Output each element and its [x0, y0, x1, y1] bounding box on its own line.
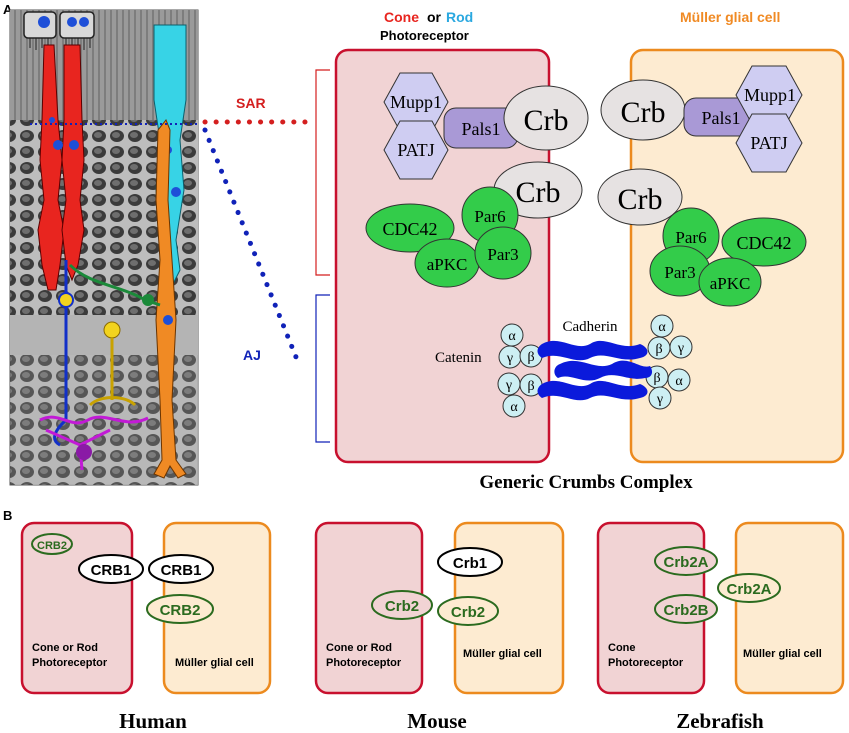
mouse-left-text-2: Photoreceptor [326, 657, 402, 669]
human-schematic: CRB2 CRB1 CRB1 CRB2 Cone or Rod Photorec… [20, 521, 272, 695]
mupp1-right-text: Mupp1 [744, 85, 796, 105]
beta-catenin-r1: β [655, 342, 662, 357]
human-left-text-2: Photoreceptor [32, 657, 108, 669]
mupp1-text: Mupp1 [390, 92, 442, 112]
photoreceptor-label: Photoreceptor [380, 28, 469, 43]
alpha-catenin-1: α [508, 329, 516, 344]
cadherin-shapes [537, 340, 653, 401]
mouse-title: Mouse [407, 709, 467, 733]
human-crb1-left: CRB1 [91, 562, 132, 579]
gamma-catenin-r1: γ [677, 341, 684, 356]
cdc42-text: CDC42 [382, 219, 437, 239]
cone-label: Cone [384, 9, 419, 25]
panel-b-label: B [3, 508, 12, 523]
mouse-schematic: Crb1 Crb2 Crb2 Cone or Rod Photoreceptor… [314, 521, 565, 695]
crb-top-right-text: Crb [621, 96, 666, 129]
muller-glial-cell [153, 119, 187, 479]
patj-hexagon [383, 120, 449, 180]
beta-catenin-1: β [527, 350, 534, 365]
catenin-cluster-right: α β γ β α γ [645, 314, 693, 410]
catenin-label: Catenin [435, 350, 482, 366]
gamma-catenin-1: γ [506, 351, 513, 366]
zebrafish-crb2a-right: Crb2A [726, 581, 771, 598]
human-crb2: CRB2 [160, 602, 201, 619]
zebrafish-left-text-1: Cone [608, 642, 636, 654]
sar-bracket [315, 69, 330, 276]
pals1-right-text: Pals1 [701, 108, 740, 128]
human-crb1-right: CRB1 [161, 562, 202, 579]
crb-mid-right-text: Crb [618, 183, 663, 216]
patj-right-text: PATJ [750, 133, 787, 153]
zebrafish-right-text: Müller glial cell [743, 648, 822, 660]
gamma-catenin-2: γ [505, 378, 512, 393]
cone-photoreceptor-cells [37, 44, 85, 291]
zebrafish-crb2a: Crb2A [663, 554, 708, 571]
or-label: or [427, 9, 442, 25]
apkc-right-text: aPKC [710, 274, 751, 293]
cdc42-right-text: CDC42 [736, 233, 791, 253]
mouse-crb2-right: Crb2 [451, 604, 485, 621]
beta-catenin-2: β [527, 379, 534, 394]
photoreceptor-crb-complex: Mupp1 PATJ Pals1 Crb Crb Par6 CDC42 aPKC… [365, 72, 589, 288]
mouse-crb1: Crb1 [453, 555, 487, 572]
human-crb2-small: CRB2 [37, 540, 67, 552]
crb-mid-text: Crb [516, 176, 561, 209]
mouse-right-text: Müller glial cell [463, 648, 542, 660]
gamma-catenin-r2: γ [656, 392, 663, 407]
sar-label: SAR [236, 95, 266, 111]
beta-catenin-r2: β [653, 371, 660, 386]
crb-top-text: Crb [524, 104, 569, 137]
photoreceptor-header: Cone or Rod Photoreceptor [380, 9, 473, 43]
generic-crumbs-title: Generic Crumbs Complex [479, 472, 693, 493]
aj-connector-dots [202, 127, 301, 365]
zebrafish-crb2b: Crb2B [663, 602, 708, 619]
human-title: Human [119, 709, 187, 733]
muller-crb-complex: Crb Pals1 Mupp1 PATJ Crb Par6 CDC42 Par3… [597, 65, 807, 307]
alpha-catenin-r1: α [658, 320, 666, 335]
cadherin-label: Cadherin [563, 319, 618, 335]
zebrafish-title: Zebrafish [676, 709, 764, 733]
par3-right-text: Par3 [664, 263, 695, 282]
inner-retina-neurons [39, 260, 161, 471]
par3-text: Par3 [487, 245, 518, 264]
rod-label: Rod [446, 9, 473, 25]
par6-right-text: Par6 [675, 228, 706, 247]
pals1-text: Pals1 [461, 119, 500, 139]
human-right-text: Müller glial cell [175, 657, 254, 669]
panel-a-label: A [3, 2, 13, 17]
apkc-text: aPKC [427, 255, 468, 274]
mouse-crb2-left: Crb2 [385, 598, 419, 615]
aj-label: AJ [243, 347, 261, 363]
crb-top-ellipse [503, 85, 589, 151]
zebrafish-left-text-2: Photoreceptor [608, 657, 684, 669]
zebrafish-schematic: Crb2A Crb2B Crb2A Cone Photoreceptor Mül… [596, 521, 845, 695]
aj-bracket [315, 294, 330, 443]
mouse-left-text-1: Cone or Rod [326, 642, 392, 654]
catenin-cluster-left: α γ β γ β α [497, 323, 543, 418]
patj-text: PATJ [397, 140, 434, 160]
human-left-text-1: Cone or Rod [32, 642, 98, 654]
alpha-catenin-2: α [510, 400, 518, 415]
alpha-catenin-r2: α [675, 374, 683, 389]
muller-header: Müller glial cell [680, 9, 780, 25]
par6-text: Par6 [474, 207, 505, 226]
